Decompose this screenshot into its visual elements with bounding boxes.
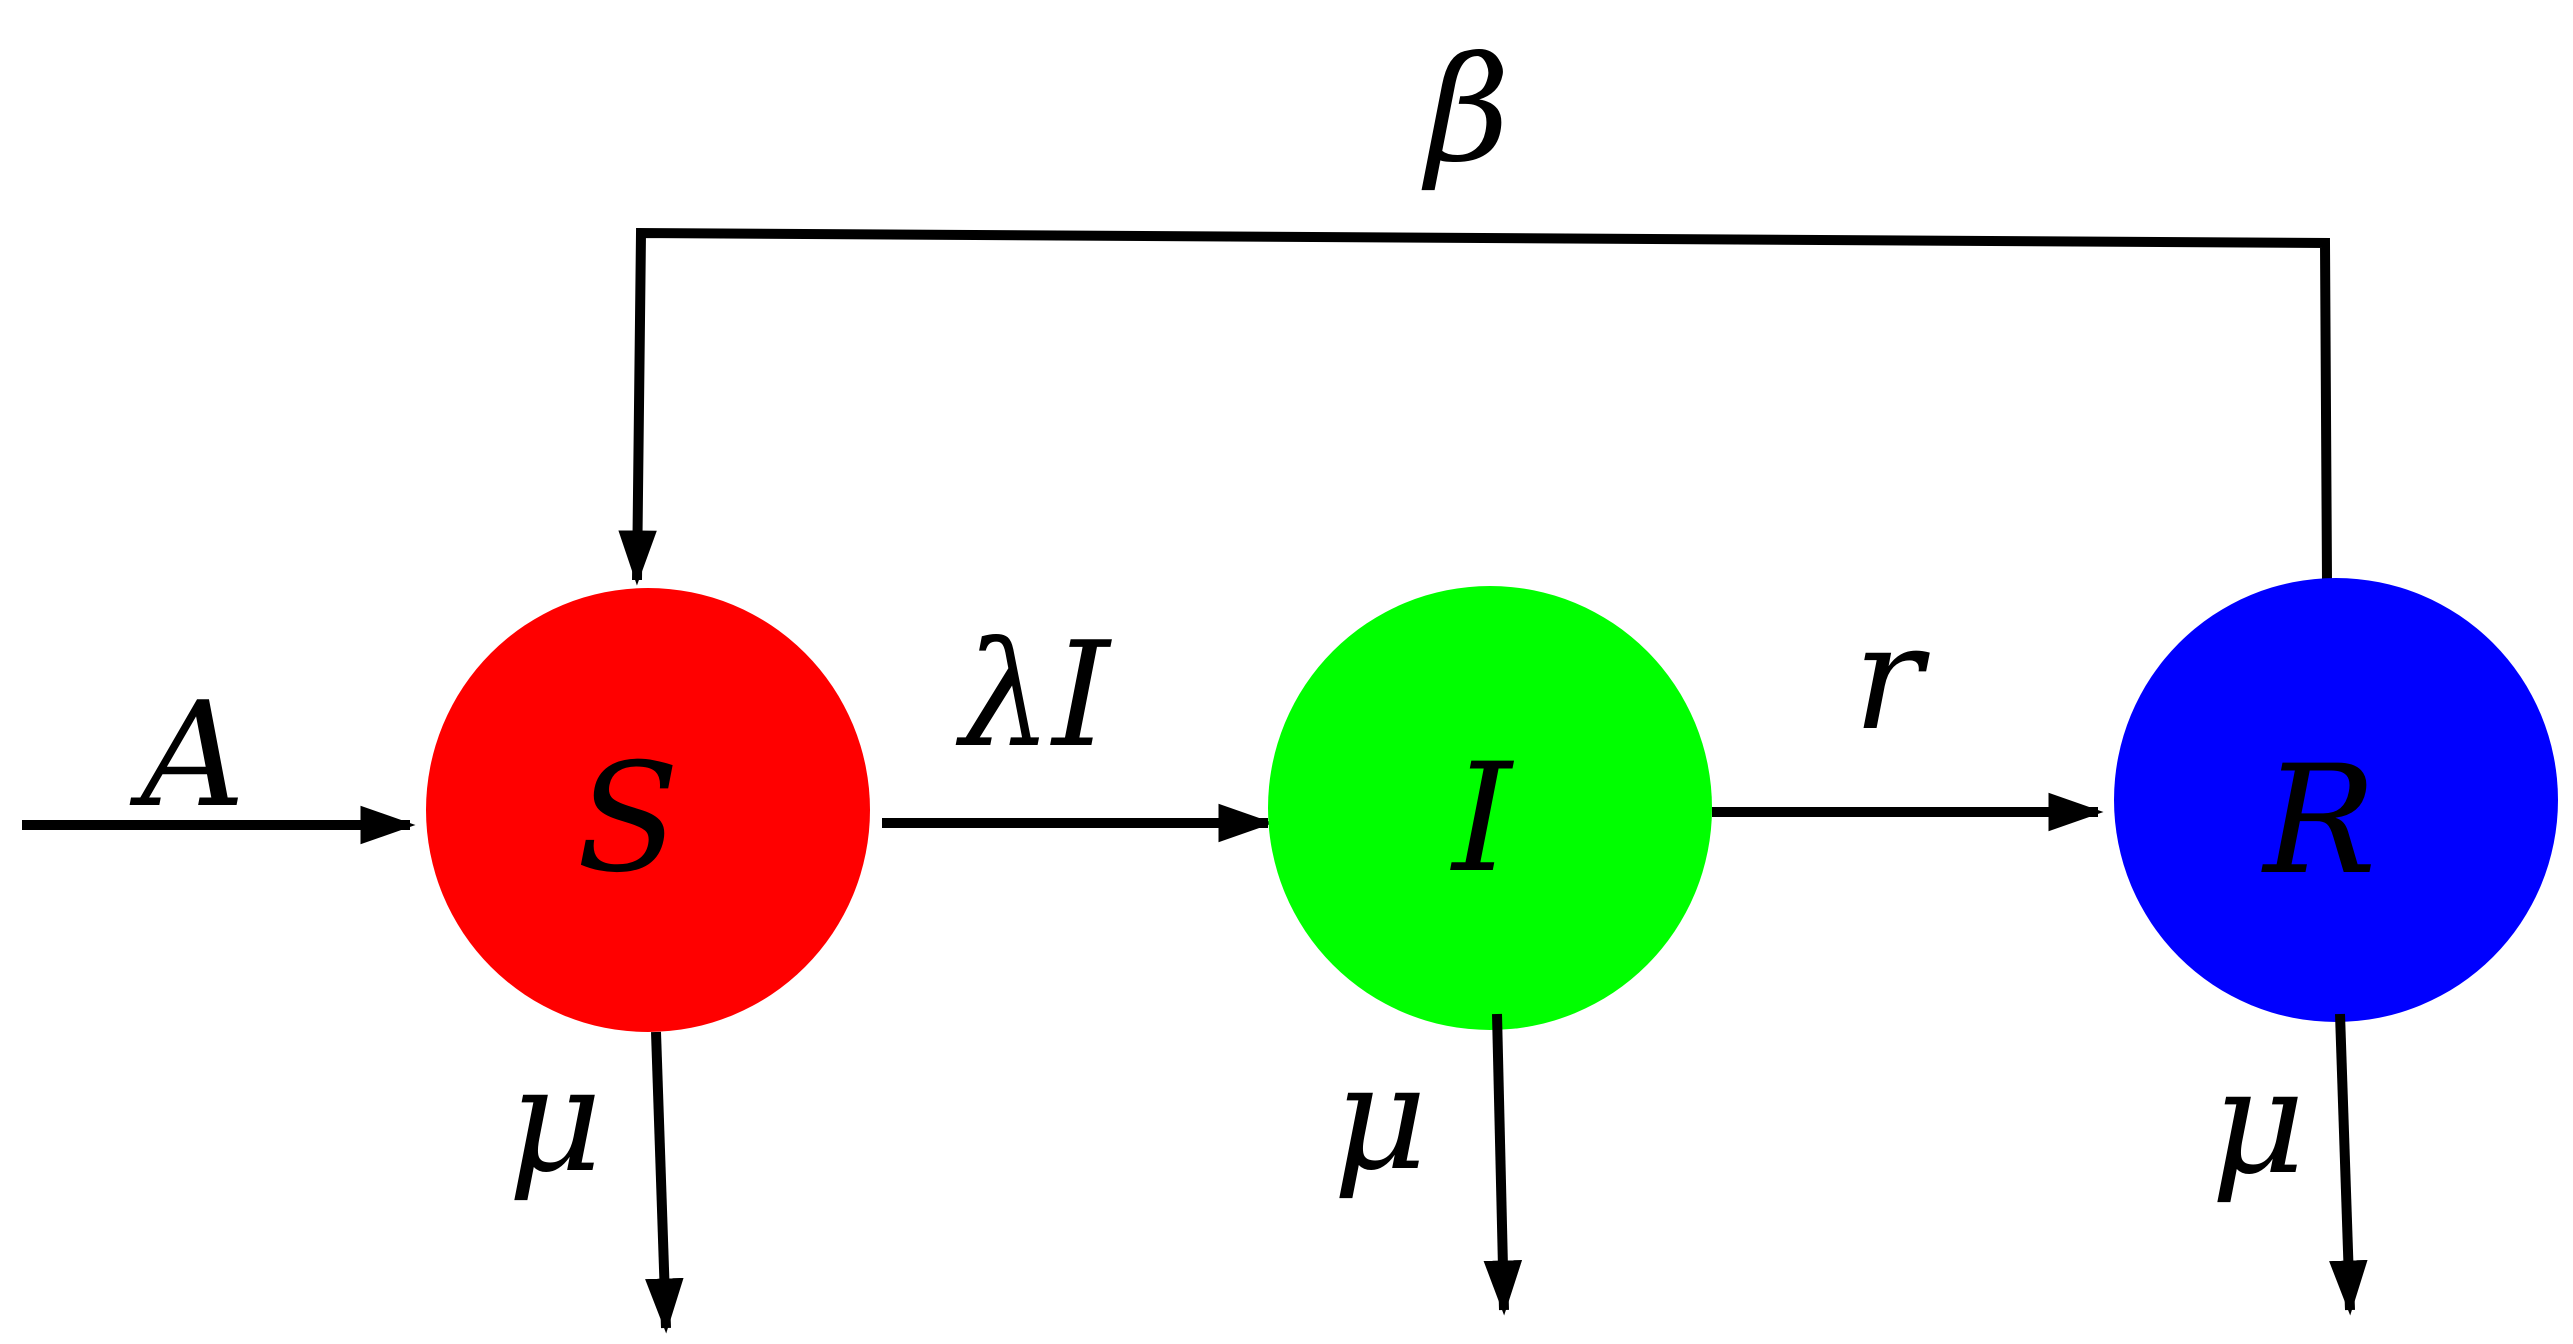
infection-rate-label: λI <box>955 611 1112 780</box>
compartment-s-circle <box>426 588 870 1032</box>
death-i-rate-label: μ <box>1333 1034 1427 1203</box>
loss-of-immunity-arrow <box>618 227 2332 586</box>
death-s-rate-label: μ <box>508 1036 602 1205</box>
compartment-i-label: I <box>1449 732 1514 906</box>
compartment-s-label: S <box>577 732 680 906</box>
loss-of-immunity-label: β <box>1421 26 1510 195</box>
birth-rate-label: A <box>129 671 246 840</box>
recovery-rate-label: r <box>1853 594 1930 763</box>
death-r-rate-label: μ <box>2211 1038 2305 1207</box>
compartment-r-circle <box>2114 578 2558 1022</box>
compartment-r-label: R <box>2261 734 2377 908</box>
death-s-arrow <box>645 1031 684 1334</box>
compartment-i-circle <box>1268 586 1712 1030</box>
death-r-arrow <box>2329 1013 2368 1316</box>
death-i-arrow <box>1483 1013 1523 1316</box>
